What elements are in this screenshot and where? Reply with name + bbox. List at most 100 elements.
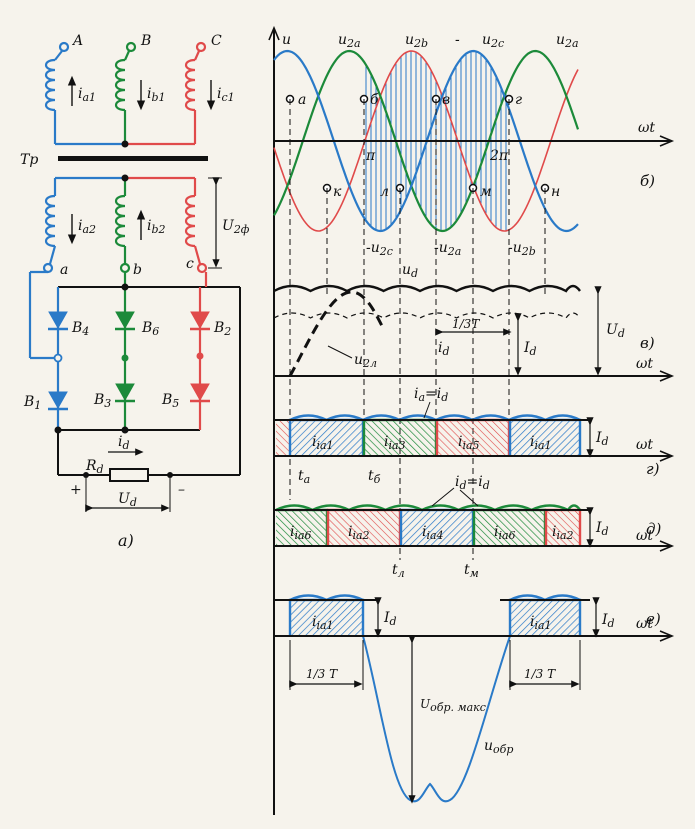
block-ia6-d2	[474, 510, 545, 546]
bridge-frame	[57, 286, 241, 476]
label-Id-g: Id	[595, 430, 609, 448]
label-third-T-e1: 1/3 T	[306, 667, 338, 681]
block-ia5-g	[437, 420, 509, 456]
leg-phase-c	[198, 272, 208, 430]
label-pt-k: к	[333, 184, 342, 200]
label-i-a2: ia2	[78, 218, 96, 236]
primary-winding-a	[44, 41, 125, 146]
diode-b3	[115, 383, 135, 403]
secondary-neutral-node	[121, 174, 129, 182]
block-ia2-d1	[328, 510, 400, 546]
label-u-obr-max: Uобр. макс	[420, 697, 486, 714]
transformer-core	[58, 156, 208, 161]
tick-2pi: 2π	[489, 148, 509, 164]
label-id-wave: id	[438, 340, 450, 358]
tick-pi: π	[365, 148, 376, 164]
label-Id-e2: Id	[601, 612, 615, 630]
label-node-a: a	[60, 262, 68, 278]
wave-u2l	[288, 290, 386, 377]
primary-winding-c	[125, 41, 207, 146]
panel-v-rectified-voltage: ωt ud Ud u2л id 1/3T Id в)	[273, 262, 675, 382]
wave-id-top	[275, 504, 581, 512]
label-e-1: iia1	[530, 614, 552, 632]
label-pt-m: м	[480, 184, 492, 200]
label-ia-eq-id: ia=id	[414, 386, 448, 404]
label-neg-u2a: -u2a	[434, 240, 461, 258]
wave-u-obr	[362, 635, 511, 803]
panel-d-current-id: ωt id=id iia6 iia2 iia4 iia6 iia2 tл tм …	[274, 474, 675, 580]
label-u2b: u2b	[405, 32, 428, 50]
wave-u2b	[273, 49, 580, 233]
axis-wt-label-e: ωt	[636, 616, 653, 632]
label-pt-l: л	[380, 184, 389, 200]
block-ia4-d	[401, 510, 473, 546]
label-id-eq-id: id=id	[455, 474, 490, 492]
label-minus: –	[178, 482, 185, 498]
label-dash: -	[455, 32, 460, 48]
label-pt-v: в	[442, 92, 450, 108]
label-diode-b2: B2	[213, 320, 231, 338]
panel-g-current-ia: ωt ia=id iia1 iia3 iia5 iia1 tа tб Id г)	[274, 386, 675, 486]
panel-b-phase-voltages: u u2a u2b - u2c u2a ωt π 2π а б в г	[273, 32, 675, 258]
label-plus: +	[70, 482, 82, 498]
label-id-circuit: id	[118, 434, 130, 452]
label-pt-b: б	[370, 92, 379, 108]
label-phase-a: A	[71, 33, 83, 49]
label-rd: Rd	[85, 458, 104, 476]
wave-u2c	[273, 50, 579, 232]
label-third-T-e2: 1/3 T	[524, 667, 556, 681]
panel-label-b: б)	[640, 172, 655, 190]
label-diode-b1: B1	[23, 394, 41, 412]
label-Id-d: Id	[595, 520, 609, 538]
label-pt-g: г	[515, 92, 522, 108]
label-ud-circuit: Ud	[118, 491, 137, 509]
label-ta: tа	[298, 468, 310, 486]
label-i-c1: ic1	[217, 86, 235, 104]
label-Id-v: Id	[523, 340, 537, 358]
panel-label-e: е)	[646, 610, 661, 628]
label-d-2: iia4	[422, 524, 444, 542]
label-Ud: Ud	[606, 322, 625, 340]
label-tb: tб	[368, 468, 381, 486]
label-i-b2: ib2	[147, 218, 166, 236]
panel-label-d: д)	[646, 520, 662, 538]
diode-b2	[190, 311, 210, 331]
axis-wt-label-d: ωt	[636, 528, 653, 544]
wave-ud-dashed	[273, 312, 581, 319]
label-pt-n: н	[551, 184, 560, 200]
axis-wt-label-g: ωt	[636, 437, 653, 453]
circuit-schematic: A B C ia1 ib1 ic1 Tp	[20, 33, 250, 550]
label-pt-a: а	[298, 92, 306, 108]
label-i-a1: ia1	[78, 86, 96, 104]
label-d-3: iia6	[494, 524, 516, 542]
panel-e-reverse-voltage: ωt iia1 iia1 Id Id 1/3 T 1/3 T Uобр. мак…	[274, 594, 675, 804]
block-ia1-g2	[510, 420, 580, 456]
block-ia2-d2	[546, 510, 580, 546]
label-g-3: iia1	[530, 434, 552, 452]
panel-label-v: в)	[640, 334, 655, 352]
secondary-winding-b	[114, 178, 131, 274]
label-tl: tл	[392, 562, 405, 580]
axis-u-label: u	[282, 32, 291, 48]
block-ia1-e2	[510, 600, 580, 636]
block-ia6-d1	[276, 510, 327, 546]
panel-label-g: г)	[646, 460, 660, 478]
label-tm: tм	[464, 562, 479, 580]
label-d-1: iia2	[348, 524, 370, 542]
caption-a: а)	[118, 531, 134, 550]
label-diode-b6: B6	[141, 320, 159, 338]
axis-wt-label-v: ωt	[636, 356, 653, 372]
wave-u2a	[273, 49, 579, 233]
label-u2c: u2c	[482, 32, 504, 50]
label-u-obr: uобр	[484, 738, 513, 756]
diode-b1	[48, 391, 68, 411]
label-u2a-right: u2a	[556, 32, 579, 50]
label-transformer: Tp	[20, 152, 38, 168]
label-u2a: u2a	[338, 32, 361, 50]
label-diode-b5: B5	[161, 392, 179, 410]
label-i-b1: ib1	[147, 86, 166, 104]
label-g-0: iia1	[312, 434, 334, 452]
diode-b6	[115, 311, 135, 331]
